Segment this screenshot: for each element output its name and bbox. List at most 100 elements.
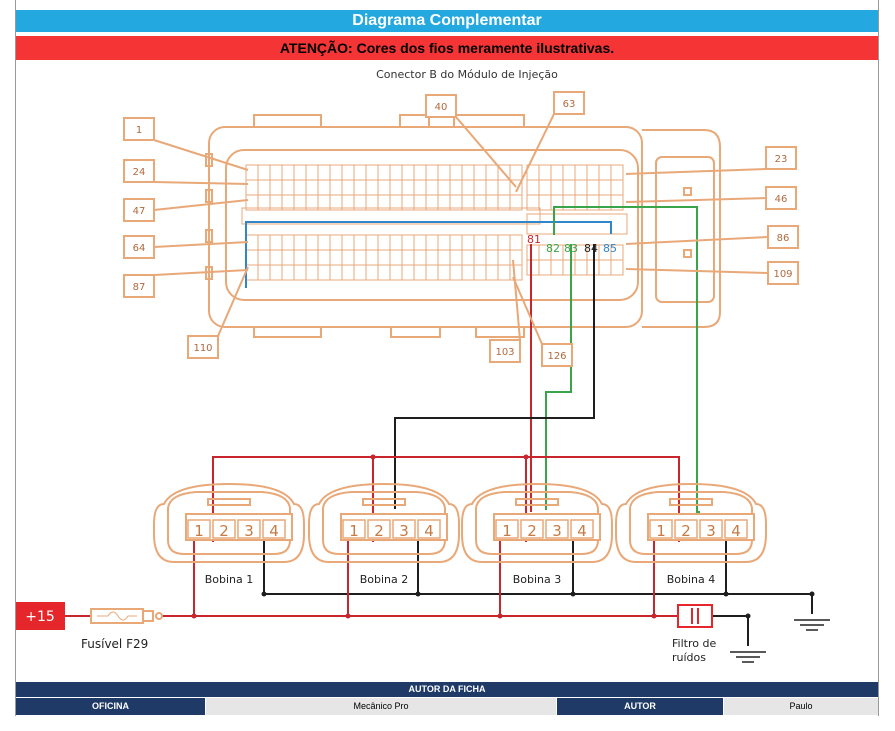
- wire: [245, 221, 612, 288]
- pin-cell: [526, 259, 540, 276]
- pin-cell: [341, 249, 355, 266]
- pin-cell: [449, 249, 463, 266]
- pin-cell: [413, 179, 427, 196]
- coil-pin-cell: [212, 519, 236, 539]
- pin-grid: [241, 164, 628, 281]
- coil-pin-3: 3: [244, 522, 254, 540]
- wire: [545, 244, 572, 510]
- callout-box: [123, 117, 155, 141]
- pin-callout-87: 87: [133, 282, 146, 293]
- connector-slot: [241, 207, 541, 225]
- pin-cell: [341, 179, 355, 196]
- pin-cell: [329, 234, 343, 251]
- pin-cell: [341, 264, 355, 281]
- wire-junction: [809, 591, 815, 597]
- coil-pin-frame: [340, 513, 448, 541]
- pin-cell: [293, 264, 307, 281]
- wire: [712, 615, 749, 646]
- capacitor-icon: [677, 604, 713, 628]
- filter-label-line: Filtro de: [672, 637, 716, 650]
- pin-cell: [526, 179, 540, 196]
- pin-cell: [473, 234, 487, 251]
- pin-cell: [257, 164, 271, 181]
- wire-pin-81: 81: [527, 233, 541, 246]
- pin-cell: [377, 179, 391, 196]
- coil-pin-4: 4: [731, 522, 741, 540]
- pin-cell: [509, 249, 523, 266]
- pin-cell: [401, 249, 415, 266]
- callout-leader: [625, 236, 769, 245]
- pin-cell: [353, 249, 367, 266]
- pin-callout-46: 46: [775, 194, 788, 205]
- coil-body: [153, 482, 305, 563]
- callout-box: [765, 186, 797, 210]
- coil-pin-2: 2: [219, 522, 229, 540]
- pin-cell: [574, 164, 588, 181]
- pin-cell: [550, 259, 564, 276]
- callout-leader: [217, 266, 249, 337]
- callout-box: [767, 261, 799, 285]
- pin-cell: [389, 179, 403, 196]
- pin-cell: [538, 164, 552, 181]
- callout-leader: [625, 268, 769, 274]
- pin-cell: [598, 179, 612, 196]
- ecu-connector: [205, 114, 721, 338]
- coil-pin-frame: [185, 513, 293, 541]
- pin-cell: [586, 164, 600, 181]
- pin-callout-23: 23: [775, 154, 788, 165]
- author-value: Paulo: [724, 698, 878, 715]
- wire-junction: [415, 591, 421, 597]
- pin-cell: [449, 234, 463, 251]
- page-frame: [15, 0, 879, 716]
- author-row: OFICINA Mecânico Pro AUTOR Paulo: [16, 698, 878, 715]
- pin-cell: [538, 194, 552, 211]
- pin-cell: [317, 234, 331, 251]
- coil-pin-2: 2: [681, 522, 691, 540]
- pin-cell: [562, 259, 576, 276]
- pin-cell: [574, 259, 588, 276]
- pin-cell: [473, 264, 487, 281]
- callout-box: [123, 274, 155, 298]
- wire-junction: [345, 613, 351, 619]
- coil-pin-cell: [417, 519, 441, 539]
- pin-cell: [550, 164, 564, 181]
- coil-pin-cell: [520, 519, 544, 539]
- pin-cell: [485, 164, 499, 181]
- wire-junction: [497, 613, 503, 619]
- coil-pin-cell: [674, 519, 698, 539]
- coil-pin-cell: [724, 519, 748, 539]
- pin-cell: [497, 179, 511, 196]
- pin-cell: [257, 264, 271, 281]
- pin-cell: [509, 234, 523, 251]
- callout-box: [123, 198, 155, 222]
- wire-junction: [261, 591, 267, 597]
- callout-box: [425, 94, 457, 118]
- workshop-label: OFICINA: [16, 698, 206, 715]
- callout-leader: [153, 241, 249, 248]
- pin-cell: [610, 194, 624, 211]
- callout-leader: [625, 168, 767, 175]
- fuse-icon: [90, 608, 163, 624]
- pin-cell: [449, 264, 463, 281]
- callout-box: [123, 159, 155, 183]
- pin-cell: [329, 264, 343, 281]
- pin-cell: [305, 264, 319, 281]
- pin-cell: [341, 164, 355, 181]
- pin-cell: [437, 264, 451, 281]
- pin-cell: [269, 164, 283, 181]
- pin-cell: [473, 249, 487, 266]
- connector-caption: Conector B do Módulo de Injeção: [376, 68, 558, 81]
- coil-pin-cell: [649, 519, 673, 539]
- pin-cell: [473, 179, 487, 196]
- coil-label: Bobina 4: [667, 573, 716, 586]
- supply-label: +15: [25, 609, 55, 625]
- wire-junction: [523, 454, 529, 460]
- wire-junction: [191, 613, 197, 619]
- pin-cell: [425, 264, 439, 281]
- coil-pin-cell: [342, 519, 366, 539]
- pin-cell: [574, 179, 588, 196]
- pin-cell: [245, 164, 259, 181]
- wire-pin-85: 85: [603, 242, 617, 255]
